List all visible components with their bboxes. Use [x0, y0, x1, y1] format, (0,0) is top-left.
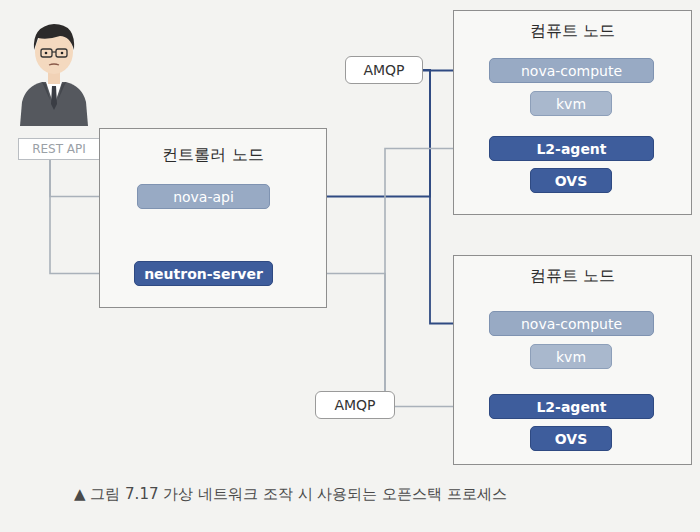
process-pill: nova-compute — [489, 58, 654, 83]
process-pill: OVS — [530, 426, 612, 451]
node-label: nova-compute — [521, 316, 622, 332]
process-pill: nova-api — [137, 184, 270, 209]
node-title: 컴퓨트 노드 — [454, 266, 691, 287]
node-label: nova-compute — [521, 63, 622, 79]
person-illustration — [14, 6, 94, 126]
compute-node: 컴퓨트 노드 nova-compute kvmL2-agentOVS — [453, 10, 692, 215]
api-box: REST API — [18, 138, 100, 160]
process-pill: kvm — [530, 91, 612, 116]
amqp-box: AMQP — [315, 391, 395, 419]
process-pill: nova-compute — [489, 311, 654, 336]
amqp-box: AMQP — [345, 56, 423, 84]
node-title: 컴퓨트 노드 — [454, 21, 691, 42]
process-pill: neutron-server — [134, 261, 273, 286]
process-pill: L2-agent — [489, 136, 654, 161]
node-label: AMQP — [363, 62, 404, 78]
node-label: OVS — [555, 173, 587, 189]
node-label: REST API — [32, 142, 86, 156]
node-title: 컨트롤러 노드 — [100, 145, 326, 166]
node-label: kvm — [556, 349, 586, 365]
node-label: OVS — [555, 431, 587, 447]
node-label: L2-agent — [536, 141, 606, 157]
node-label: AMQP — [334, 397, 375, 413]
node-label: nova-api — [173, 189, 234, 205]
process-pill: OVS — [530, 168, 612, 193]
process-pill: kvm — [530, 344, 612, 369]
compute-node: 컴퓨트 노드 nova-compute kvmL2-agentOVS — [453, 255, 692, 465]
process-pill: L2-agent — [489, 394, 654, 419]
node-label: neutron-server — [144, 266, 263, 282]
node-label: kvm — [556, 96, 586, 112]
figure-caption: ▲ 그림 7.17 가상 네트워크 조작 시 사용되는 오픈스택 프로세스 — [74, 485, 507, 504]
node-label: L2-agent — [536, 399, 606, 415]
controller-node: 컨트롤러 노드 nova-api neutron-server — [99, 128, 327, 308]
